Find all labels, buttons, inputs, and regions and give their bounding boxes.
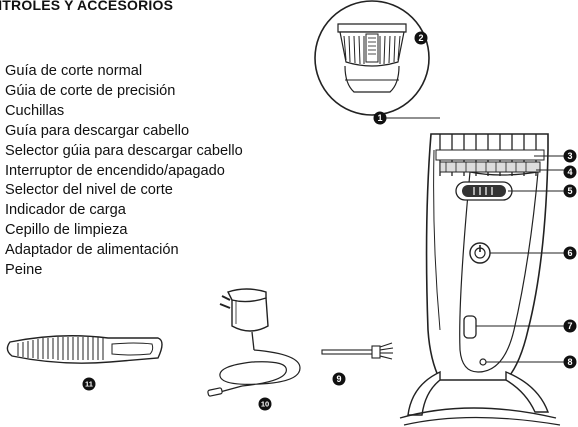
- part-item-1: Guía de corte normal: [5, 63, 143, 79]
- callout-leaders: [386, 117, 565, 363]
- adapter-illustration: [207, 288, 301, 397]
- part-item-3: Cuchillas: [5, 102, 65, 119]
- comb-illustration: [6, 335, 163, 364]
- callout-7-text: 7: [567, 321, 572, 331]
- callout-6: 6: [563, 246, 577, 260]
- callout-4: 4: [563, 165, 577, 179]
- part-item-9: Cepillo de limpieza: [5, 222, 128, 239]
- part-item-7: Selector del nivel de corte: [5, 182, 173, 199]
- part-item-2: Gúia de corte de precisión: [5, 82, 176, 99]
- part-item-11: Peine: [5, 262, 43, 279]
- callout-9: 9: [332, 372, 346, 386]
- callout-6-text: 6: [567, 248, 572, 258]
- callout-4-text: 4: [567, 167, 572, 177]
- callout-8-text: 8: [567, 357, 572, 367]
- callout-1: 1: [373, 111, 387, 125]
- callout-1-text: 1: [377, 113, 382, 123]
- part-item-10: Adaptador de alimentación: [5, 242, 179, 259]
- part-item-4: Guía para descargar cabello: [5, 122, 190, 139]
- parts-list: Guía de corte normal Gúia de corte de pr…: [5, 62, 243, 281]
- part-item-8: Indicador de carga: [5, 202, 126, 219]
- callout-10: 10: [258, 397, 272, 411]
- callout-3-text: 3: [567, 151, 572, 161]
- cleaning-brush-illustration: [321, 342, 394, 360]
- charging-stand: [399, 370, 561, 426]
- callout-9-text: 9: [336, 374, 341, 384]
- callout-5-text: 5: [567, 186, 572, 196]
- callout-11: 11: [82, 377, 96, 391]
- callout-10-text: 10: [261, 400, 269, 409]
- clipper-body: [425, 133, 549, 381]
- precision-guide-detail: [314, 0, 430, 116]
- callout-8: 8: [563, 355, 577, 369]
- callout-11-text: 11: [85, 380, 93, 389]
- part-item-5: Selector gúia para descargar cabello: [5, 142, 243, 159]
- callout-7: 7: [563, 319, 577, 333]
- section-title: NTROLES Y ACCESORIOS: [0, 0, 174, 13]
- part-item-6: Interruptor de encendido/apagado: [5, 162, 225, 179]
- callout-5: 5: [563, 184, 577, 198]
- callout-2: 2: [414, 31, 428, 45]
- callout-3: 3: [563, 149, 577, 163]
- callout-2-text: 2: [418, 33, 423, 43]
